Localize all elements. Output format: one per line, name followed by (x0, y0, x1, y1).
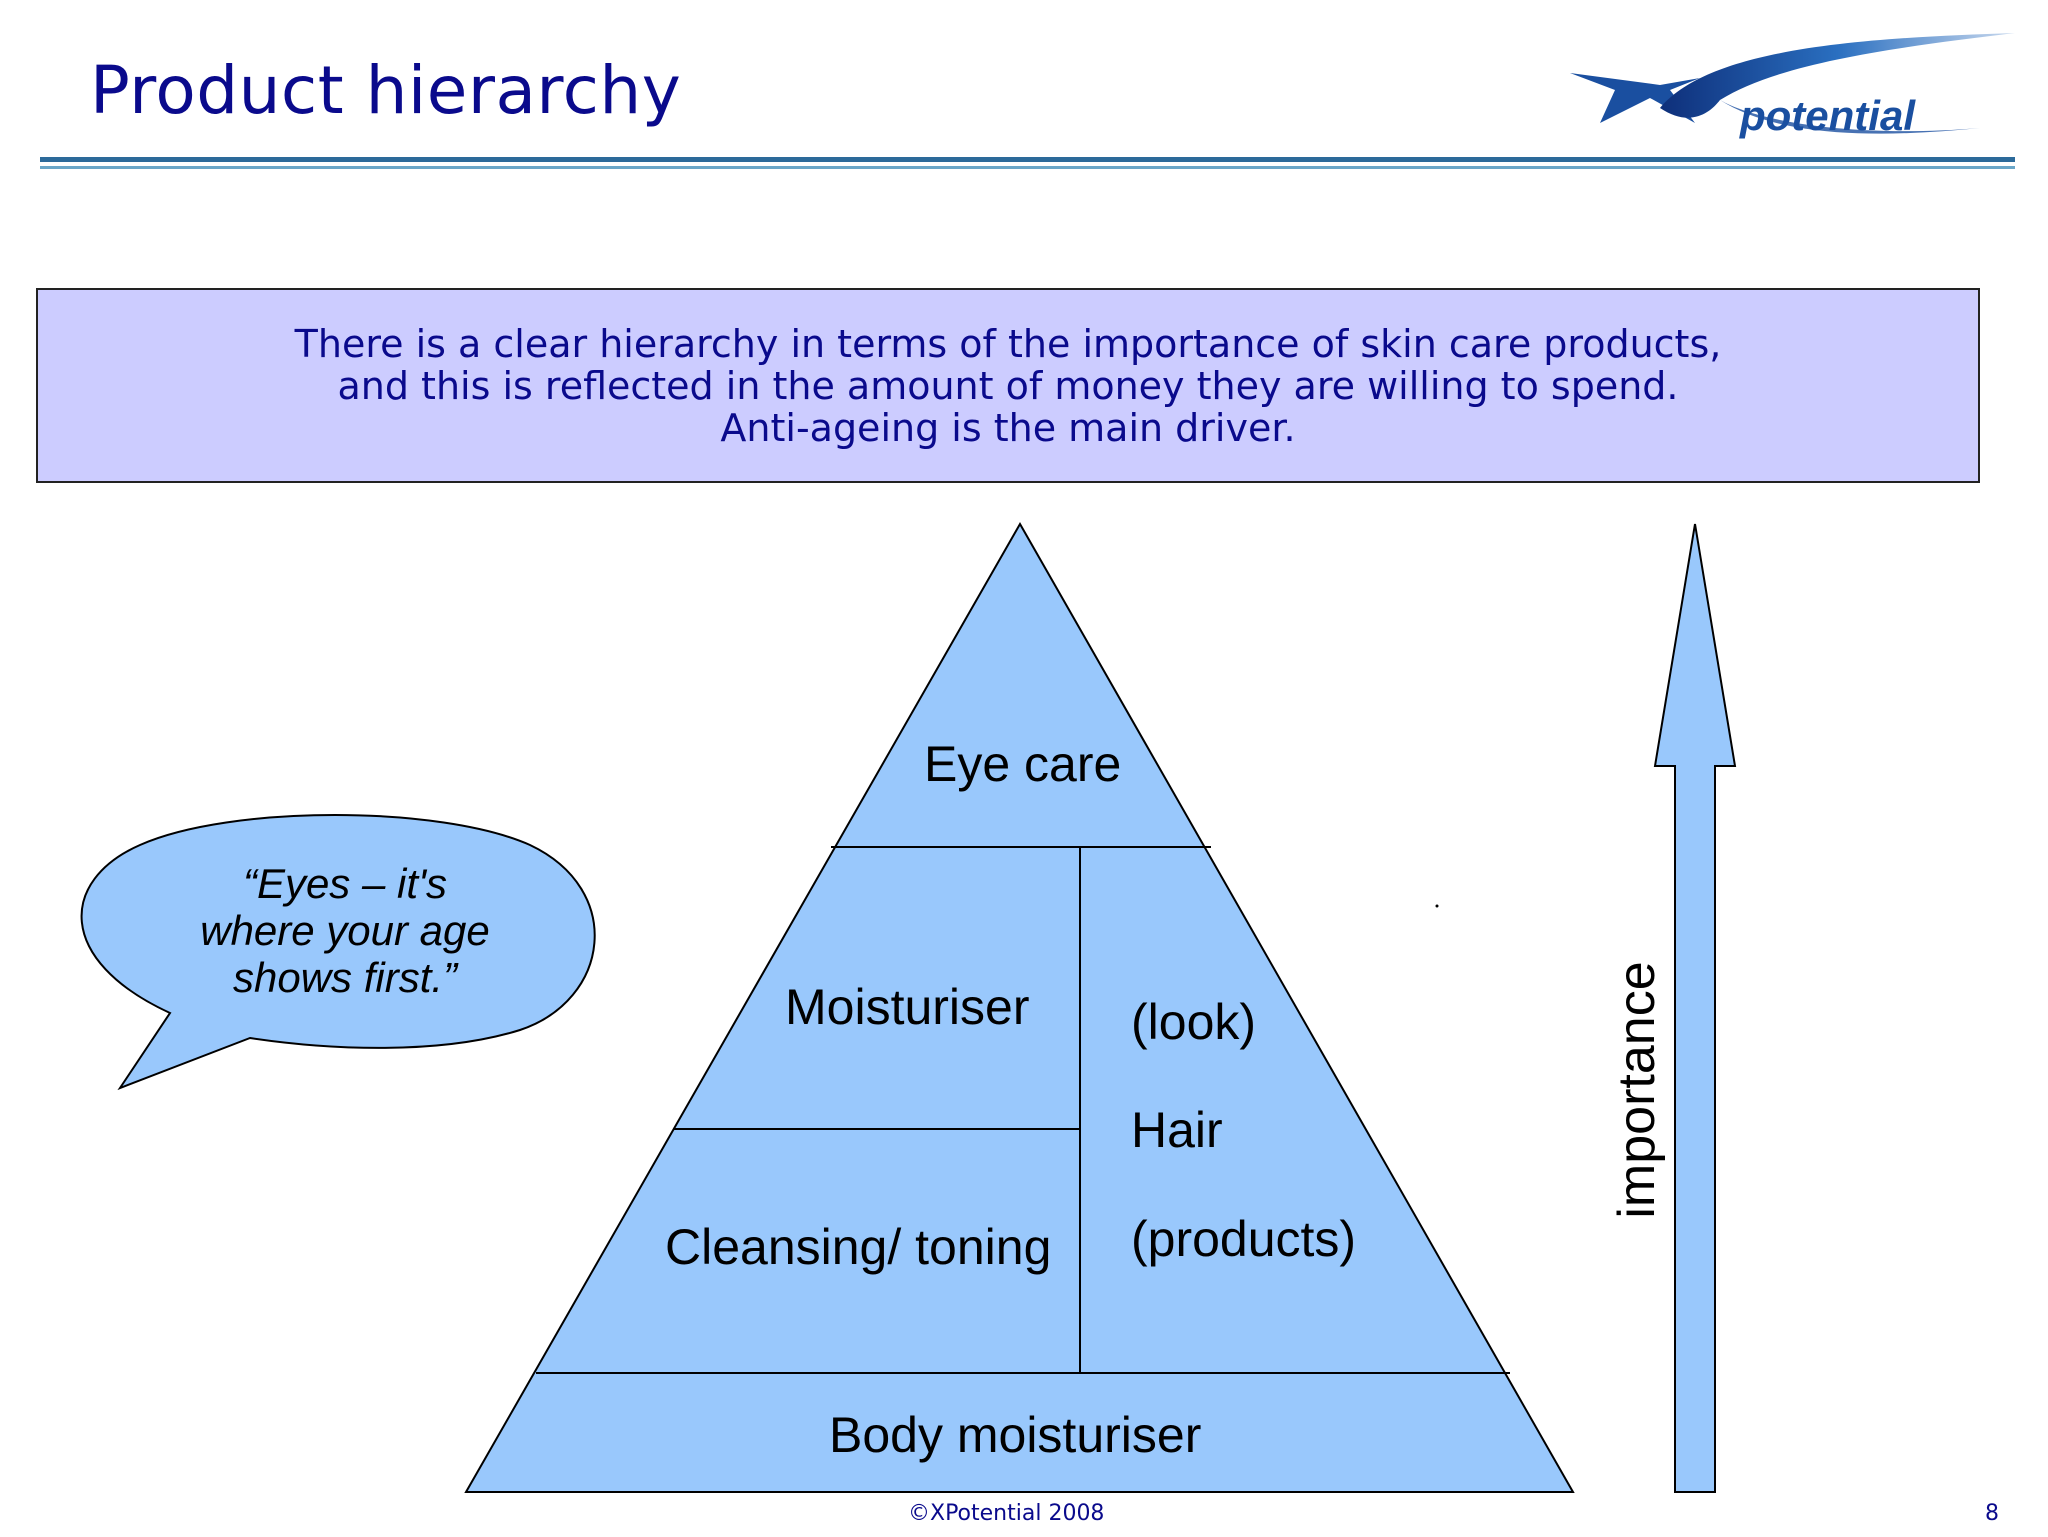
header-rule-dark (40, 157, 2015, 162)
pyramid-label-eye-care: Eye care (924, 736, 1122, 792)
pyramid-label-look: (look) (1131, 994, 1257, 1050)
speech-bubble (80, 814, 596, 1091)
pyramid-label-products: (products) (1131, 1211, 1357, 1267)
quote-line-1: “Eyes – it's (242, 860, 448, 907)
stray-dot (1435, 904, 1439, 908)
pyramid-label-moisturiser: Moisturiser (785, 979, 1030, 1035)
importance-arrow (1653, 523, 1737, 1493)
xpotential-logo: potential (1570, 33, 2015, 139)
summary-line-2: and this is reflected in the amount of m… (337, 363, 1679, 408)
pyramid-label-hair: Hair (1131, 1102, 1223, 1158)
summary-box: There is a clear hierarchy in terms of t… (36, 288, 1980, 483)
header-rule-light (40, 166, 2015, 169)
quote-text: “Eyes – it's where your age shows first.… (140, 860, 550, 1001)
pyramid-label-body-moisturiser: Body moisturiser (829, 1407, 1202, 1463)
footer-copyright: ©XPotential 2008 (908, 1501, 1105, 1526)
importance-label: importance (1608, 961, 1666, 1219)
logo-wordmark: potential (1739, 92, 1916, 139)
summary-line-1: There is a clear hierarchy in terms of t… (294, 321, 1722, 366)
logo-swoosh (1660, 33, 2015, 118)
page-number: 8 (1985, 1501, 1999, 1526)
pyramid-outline (464, 521, 1575, 1493)
logo-x-mark (1570, 73, 1700, 123)
slide-title: Product hierarchy (90, 52, 682, 129)
quote-line-3: shows first.” (232, 954, 458, 1001)
pyramid-label-cleansing: Cleansing/ toning (665, 1219, 1052, 1275)
summary-line-3: Anti-ageing is the main driver. (720, 405, 1296, 450)
quote-line-2: where your age (200, 907, 490, 954)
